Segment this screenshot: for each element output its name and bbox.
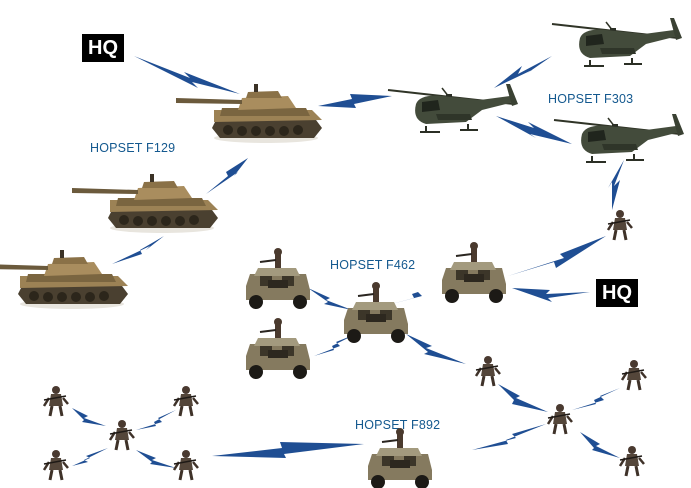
humvee-icon bbox=[367, 427, 433, 488]
radio-link bbox=[318, 94, 392, 108]
humvee-icon bbox=[343, 281, 409, 344]
radio-link bbox=[498, 384, 548, 412]
soldier-icon bbox=[546, 402, 574, 436]
hq-badge-top-left: HQ bbox=[82, 34, 124, 62]
radio-link bbox=[72, 448, 108, 466]
helicopter-icon bbox=[387, 83, 519, 133]
humvee-icon bbox=[245, 317, 311, 380]
radio-link bbox=[314, 334, 356, 356]
radio-link bbox=[212, 442, 364, 458]
hopset-label-f892: HOPSET F892 bbox=[355, 418, 441, 432]
soldier-icon bbox=[474, 354, 502, 388]
radio-link bbox=[406, 334, 466, 364]
radio-link bbox=[112, 236, 164, 264]
humvee-icon bbox=[245, 247, 311, 310]
soldier-icon bbox=[620, 358, 648, 392]
radio-link bbox=[308, 288, 352, 310]
radio-link bbox=[472, 424, 546, 450]
radio-link bbox=[206, 158, 248, 194]
humvee-icon bbox=[441, 241, 507, 304]
tank-icon bbox=[0, 250, 128, 309]
soldier-icon bbox=[172, 448, 200, 482]
soldier-icon bbox=[618, 444, 646, 478]
helicopter-icon bbox=[553, 113, 685, 163]
radio-link bbox=[136, 410, 176, 430]
radio-link bbox=[572, 388, 620, 410]
soldier-icon bbox=[606, 208, 634, 242]
soldier-icon bbox=[108, 418, 136, 452]
radio-link bbox=[384, 284, 442, 306]
tank-icon bbox=[72, 174, 218, 233]
soldier-icon bbox=[172, 384, 200, 418]
radio-link bbox=[508, 236, 606, 276]
helicopter-icon bbox=[551, 17, 683, 67]
hopset-label-f129: HOPSET F129 bbox=[90, 141, 176, 155]
hq-badge-right: HQ bbox=[596, 279, 638, 307]
radio-link bbox=[496, 116, 572, 144]
hopset-label-f462: HOPSET F462 bbox=[330, 258, 416, 272]
radio-link bbox=[512, 288, 590, 302]
radio-link bbox=[136, 450, 176, 468]
soldier-icon bbox=[42, 384, 70, 418]
soldier-icon bbox=[42, 448, 70, 482]
tank-icon bbox=[176, 84, 322, 143]
radio-links bbox=[72, 56, 624, 468]
radio-link bbox=[72, 408, 106, 426]
radio-link bbox=[580, 432, 620, 458]
radio-link bbox=[608, 160, 624, 210]
radio-link bbox=[134, 56, 240, 94]
radio-link bbox=[494, 56, 552, 88]
hopset-label-f303: HOPSET F303 bbox=[548, 92, 634, 106]
